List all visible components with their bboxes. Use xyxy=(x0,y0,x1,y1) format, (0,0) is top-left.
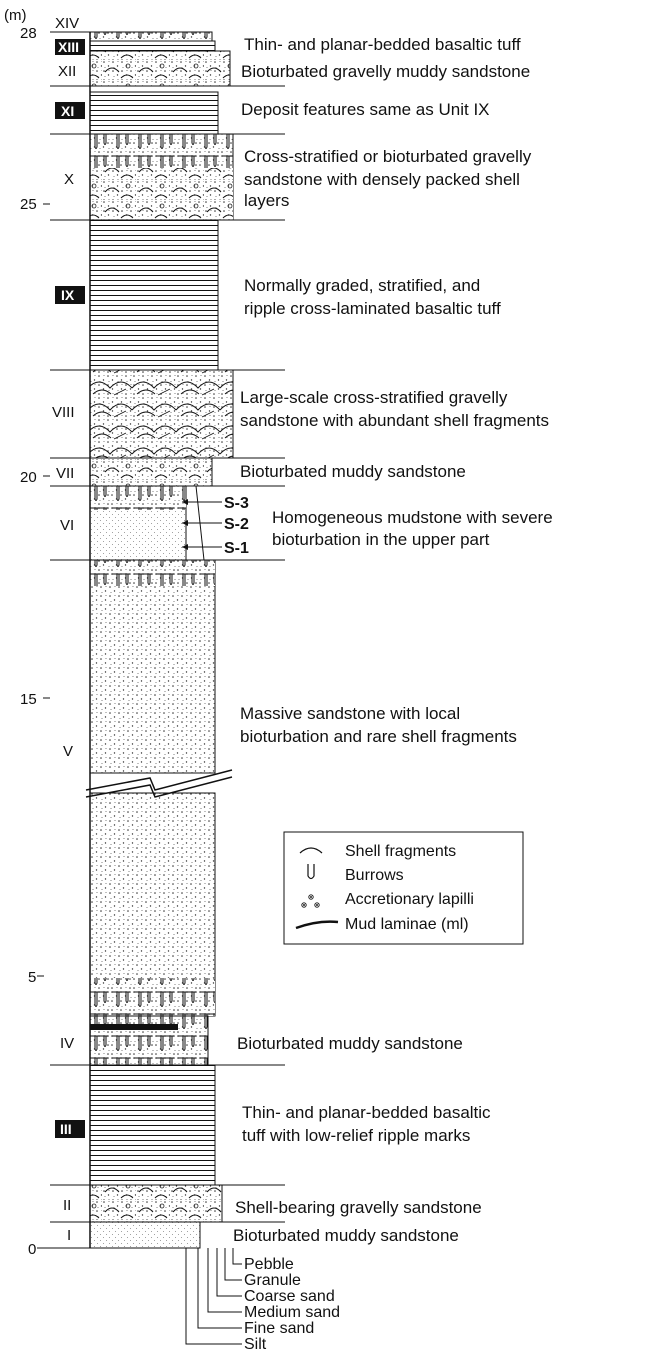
bed-xi xyxy=(89,91,219,135)
desc-x-line2: sandstone with densely packed shell xyxy=(244,170,520,189)
unit-label-x: X xyxy=(64,171,74,188)
unit-label-viii: VIII xyxy=(52,404,75,421)
unit-label-xii: XII xyxy=(58,63,76,80)
axis-unit-label: (m) xyxy=(4,7,27,24)
legend-box xyxy=(283,831,524,945)
desc-iii-line1: Thin- and planar-bedded basaltic xyxy=(242,1103,491,1122)
lithologic-column xyxy=(85,31,234,1249)
depth-tick-28: 28 xyxy=(20,25,37,42)
bed-ix xyxy=(89,219,219,371)
column-break-line xyxy=(85,769,233,791)
sample-s2: S-2 xyxy=(224,516,249,533)
bed-iii xyxy=(89,1064,216,1186)
bed-i xyxy=(89,1221,201,1249)
column-break-line-2 xyxy=(85,776,233,798)
bed-xiv xyxy=(89,31,213,42)
desc-x-line1: Cross-stratified or bioturbated gravelly xyxy=(244,147,532,166)
desc-iii-line2: tuff with low-relief ripple marks xyxy=(242,1126,470,1145)
grain-coarse-sand: Coarse sand xyxy=(244,1288,335,1305)
grain-pebble: Pebble xyxy=(244,1256,294,1273)
depth-tick-25: 25 xyxy=(20,196,37,213)
unit-box-xi xyxy=(55,102,85,119)
depth-tick-5: 5 xyxy=(28,969,36,986)
bed-v-upper xyxy=(89,559,216,774)
bed-viii xyxy=(89,369,234,459)
unit-label-iv: IV xyxy=(60,1035,74,1052)
shell-icon xyxy=(299,847,323,854)
bed-vi-burrowed-top xyxy=(90,486,186,510)
unit-labels: XIV XIII XII XI X IX VIII VII VI V IV II… xyxy=(52,15,85,1244)
bed-v-burrowed-base xyxy=(90,978,215,1016)
unit-label-vii: VII xyxy=(56,465,74,482)
desc-ii: Shell-bearing gravelly sandstone xyxy=(235,1198,482,1217)
unit-descriptions: Thin- and planar-bedded basaltic tuff Bi… xyxy=(233,35,553,1245)
bed-xiii xyxy=(89,40,216,52)
legend-label-lapilli: Accretionary lapilli xyxy=(345,891,474,908)
sample-s3: S-3 xyxy=(224,495,249,512)
unit-boundary-lines xyxy=(50,85,285,1223)
mud-laminae-icon xyxy=(295,920,339,930)
unit-box-ix xyxy=(55,286,85,304)
grain-granule: Granule xyxy=(244,1272,301,1289)
desc-vi-line2: bioturbation in the upper part xyxy=(272,530,490,549)
desc-xi: Deposit features same as Unit IX xyxy=(241,100,490,119)
desc-vi-line1: Homogeneous mudstone with severe xyxy=(272,508,553,527)
grain-size-scale xyxy=(185,1248,242,1345)
desc-iv: Bioturbated muddy sandstone xyxy=(237,1034,463,1053)
sample-s1: S-1 xyxy=(224,540,249,557)
desc-ix-line1: Normally graded, stratified, and xyxy=(244,276,480,295)
desc-xii: Bioturbated gravelly muddy sandstone xyxy=(241,62,530,81)
unit-label-xiv: XIV xyxy=(55,15,79,32)
grain-silt: Silt xyxy=(244,1336,267,1353)
desc-i: Bioturbated muddy sandstone xyxy=(233,1226,459,1245)
grain-medium-sand: Medium sand xyxy=(244,1304,340,1321)
grain-fine-sand: Fine sand xyxy=(244,1320,314,1337)
desc-vii: Bioturbated muddy sandstone xyxy=(240,462,466,481)
sample-markers: S-3 S-2 S-1 xyxy=(182,485,249,561)
bed-ii xyxy=(89,1184,223,1223)
unit-box-xiii xyxy=(55,39,85,55)
bed-xii xyxy=(89,50,231,87)
unit-label-vi: VI xyxy=(60,517,74,534)
bed-vii xyxy=(89,457,213,487)
desc-v-line1: Massive sandstone with local xyxy=(240,704,460,723)
unit-box-iii xyxy=(55,1120,85,1138)
legend-label-burrows: Burrows xyxy=(345,867,404,884)
legend-label-shell: Shell fragments xyxy=(345,843,456,860)
desc-x-line3: layers xyxy=(244,191,289,210)
legend: Shell fragments Burrows Accretionary lap… xyxy=(283,831,524,945)
desc-ix-line2: ripple cross-laminated basaltic tuff xyxy=(244,299,501,318)
desc-xiii: Thin- and planar-bedded basaltic tuff xyxy=(244,35,521,54)
bed-iv xyxy=(89,1015,209,1066)
desc-viii-line2: sandstone with abundant shell fragments xyxy=(240,411,549,430)
unit-label-xi: XI xyxy=(61,103,74,119)
depth-tick-20: 20 xyxy=(20,469,37,486)
lapilli-icon xyxy=(301,894,320,908)
bed-x-shell-layer xyxy=(90,168,233,220)
unit-label-i: I xyxy=(67,1227,71,1244)
unit-label-iii: III xyxy=(60,1121,72,1137)
depth-tick-15: 15 xyxy=(20,691,37,708)
unit-label-ii: II xyxy=(63,1197,71,1214)
burrow-icon xyxy=(307,864,315,880)
unit-label-v: V xyxy=(63,743,73,760)
legend-label-mud-laminae: Mud laminae (ml) xyxy=(345,916,469,933)
unit-label-xiii: XIII xyxy=(58,39,79,55)
bed-iv-mud-laminae xyxy=(90,1024,178,1030)
depth-axis: (m) 28 25 20 15 5 0 xyxy=(4,7,90,1258)
desc-v-line2: bioturbation and rare shell fragments xyxy=(240,727,517,746)
bed-v-burrowed-top xyxy=(90,560,215,586)
unit-label-ix: IX xyxy=(61,287,75,303)
grain-size-labels: Pebble Granule Coarse sand Medium sand F… xyxy=(244,1256,340,1353)
desc-viii-line1: Large-scale cross-stratified gravelly xyxy=(240,388,508,407)
depth-tick-0: 0 xyxy=(28,1241,36,1258)
